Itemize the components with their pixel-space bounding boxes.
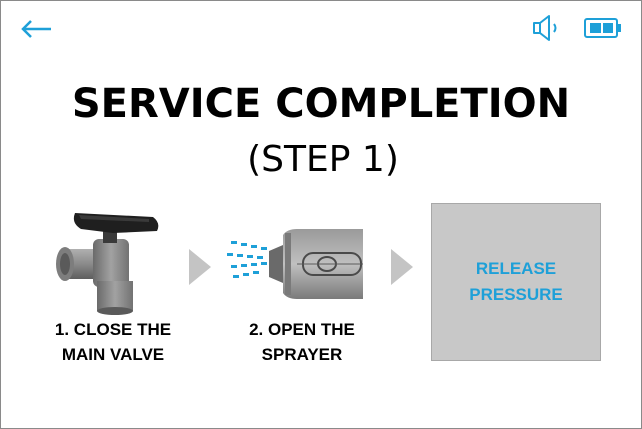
back-arrow-icon [21,20,51,38]
chevron-right-icon [189,249,211,285]
page-subtitle: (STEP 1) [247,139,399,180]
valve-icon [56,213,159,315]
back-button[interactable] [19,15,55,43]
step-2-label: 2. OPEN THE SPRAYER [249,320,355,364]
page-title: SERVICE COMPLETION [71,81,571,127]
sprayer-icon [227,229,363,299]
release-pressure-label-line2: PRESSURE [469,285,563,304]
release-pressure-label-line1: RELEASE [475,259,557,278]
battery-icon [584,18,621,38]
speaker-button[interactable] [531,13,565,43]
release-pressure-button[interactable]: RELEASE PRESSURE [431,203,601,361]
speaker-icon [533,15,557,41]
step-1-label: 1. CLOSE THE MAIN VALVE [54,320,172,364]
chevron-right-icon [391,249,413,285]
battery-indicator [583,17,623,39]
